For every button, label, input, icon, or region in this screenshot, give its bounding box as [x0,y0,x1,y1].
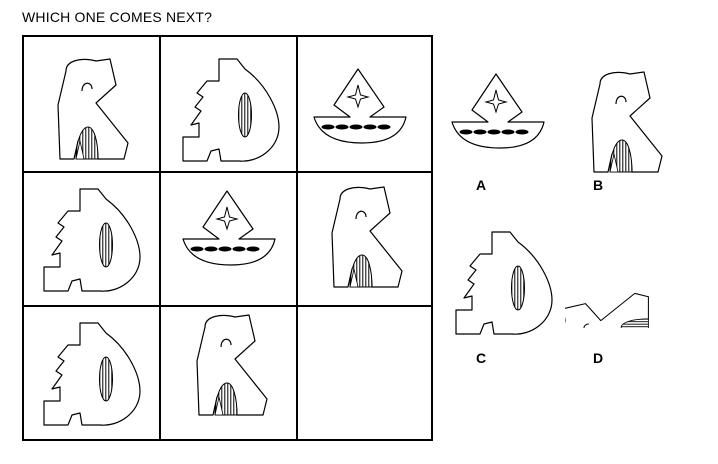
grid-divider [24,171,431,173]
notched-oval-figure [182,58,280,162]
puzzle-grid [22,35,433,441]
grid-cell-r1c1 [24,37,159,171]
question-title: WHICH ONE COMES NEXT? [22,9,213,25]
hook-figure [57,58,129,160]
sail-boat-figure [182,190,276,266]
option-d-label[interactable]: D [593,350,604,366]
hook-figure [196,314,268,416]
grid-cell-r2c2 [161,173,296,307]
option-c-figure[interactable] [454,228,554,338]
grid-divider [296,37,298,439]
option-b-label[interactable]: B [593,177,604,193]
grid-cell-r3c2 [161,307,296,441]
notched-oval-figure [43,322,141,426]
grid-cell-r2c3 [298,173,433,307]
sail-boat-figure [313,68,407,144]
grid-cell-r3c3-empty[interactable] [298,307,433,441]
grid-cell-r1c3 [298,37,433,171]
option-d-figure[interactable] [565,258,670,328]
hook-figure [331,186,403,288]
grid-cell-r2c1 [24,173,159,307]
grid-cell-r1c2 [161,37,296,171]
option-c-label[interactable]: C [476,350,487,366]
option-a-label[interactable]: A [476,177,487,193]
grid-divider [159,37,161,439]
option-b-figure[interactable] [586,68,666,178]
option-a-figure[interactable] [450,68,550,152]
notched-oval-figure [43,188,141,292]
grid-divider [24,305,431,307]
grid-cell-r3c1 [24,307,159,441]
